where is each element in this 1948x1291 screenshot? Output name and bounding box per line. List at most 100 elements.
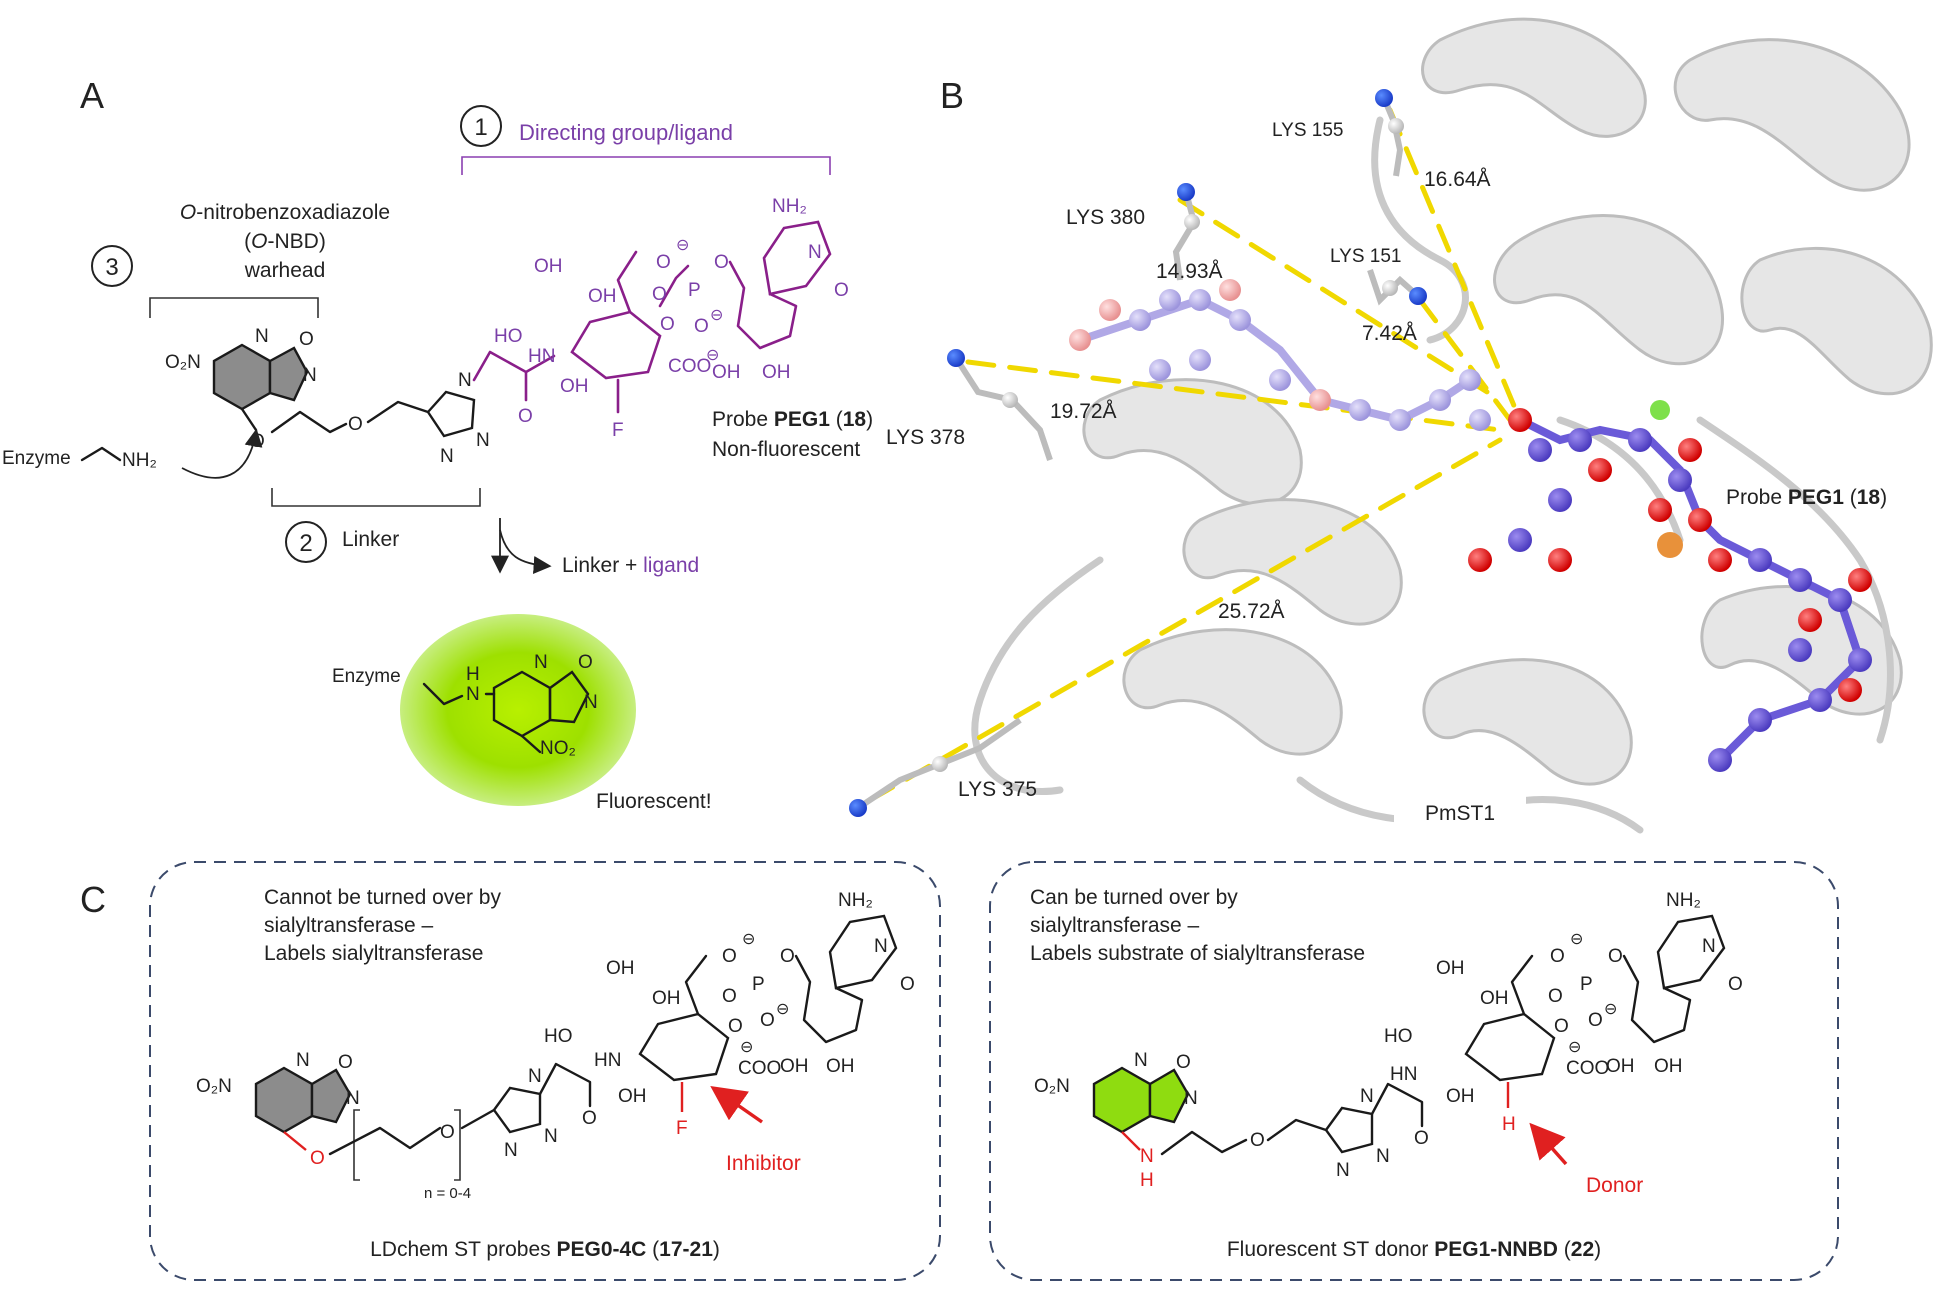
lys378-nitrogen [947,349,965,367]
probe-atom [1309,389,1331,411]
product-n-right: N [584,692,598,713]
probe-atom [1708,548,1732,572]
left-oxadiazole-ring [310,1068,352,1124]
left-nbd-n-top: N [296,1050,310,1071]
enzyme-amine: NH₂ [122,450,157,471]
triazole-n1: N [458,370,472,391]
probe-atom [1129,309,1151,331]
ligand-structure: O HN HO OH OH OH F O COO ⊖ O P O ⊖ O O ⊖… [472,196,849,441]
right-nbd-ring [1092,1066,1152,1134]
step-1-circle [460,105,502,147]
probe-atom [1149,359,1171,381]
enzyme-label: Enzyme [2,448,71,469]
enzyme-chain [80,446,122,462]
right-coo-charge: ⊖ [1568,1039,1581,1056]
right-p-o-top: O [1550,946,1565,967]
left-amide-chain [538,1062,592,1108]
left-peg-o: O [440,1122,455,1143]
right-ribose-oh-1: OH [1606,1056,1635,1077]
left-nbd-ring [254,1066,314,1134]
left-desc-line-2: sialyltransferase – [264,914,434,937]
right-triazole-n3: N [1336,1160,1350,1181]
right-cytosine-ring [1656,914,1726,990]
probe-atom [1678,438,1702,462]
right-oh-top1: OH [1436,958,1465,979]
left-probe-structure: N O N O₂N O O n = 0-4 N N N O HN HO OH O… [196,890,915,1202]
right-hn: HN [1390,1064,1417,1085]
probe-atom [1508,408,1532,432]
right-desc-line-1: Can be turned over by [1030,886,1238,909]
probe-atom [1588,458,1612,482]
distance-label-14-93: 14.93Å [1156,260,1223,283]
lys380-nitrogen [1177,183,1195,201]
product-n: N [466,684,480,705]
triazole-n3: N [440,446,454,467]
probe-atom [1838,678,1862,702]
ligand-o-anomeric: O [652,284,667,305]
left-p-o-right: O [780,946,795,967]
ribose-oh-2: OH [762,362,791,383]
right-triazole-link [1266,1118,1328,1142]
probe-atom [1508,528,1532,552]
right-o-anomeric: O [1548,986,1563,1007]
inhibitor-label: Inhibitor [726,1152,801,1175]
left-repeat-bracket-close [454,1109,461,1181]
right-sialic-ring [1464,1012,1556,1082]
product-enzyme-chain [422,682,464,706]
probe-atom [1688,508,1712,532]
probe-atom [1189,289,1211,311]
probe-atom [1429,389,1451,411]
step-2-label: Linker [342,528,399,551]
lys375-label: LYS 375 [958,778,1037,801]
right-linker-chain [1160,1130,1248,1156]
panel-a: A 1 Directing group/ligand O-nitrobenzox… [2,75,873,813]
ligand-bracket [461,156,831,175]
left-hn: HN [594,1050,621,1071]
amide-bond [524,354,556,374]
right-h-atom: H [1502,1114,1516,1135]
right-ho: HO [1384,1026,1413,1047]
right-p-o-down: O [1588,1010,1603,1031]
left-coo: COO [738,1058,781,1079]
left-p-o-down: O [760,1010,775,1031]
left-probe-box [149,861,941,1281]
probe-3d-model [1069,279,1872,772]
probe-atom [1189,349,1211,371]
left-glycerol [684,954,708,1016]
loop-3 [1696,416,1894,744]
step-2-circle [285,521,327,563]
probe-atom [1469,409,1491,431]
lysine-residues [849,89,1427,817]
probe-atom [1548,548,1572,572]
probe-atom [1229,309,1251,331]
ligand-p: P [688,280,701,301]
probe-atom [1798,608,1822,632]
left-ether-o: O [310,1148,325,1169]
ribose-oh-1: OH [712,362,741,383]
probe-atom [1349,399,1371,421]
lys151-label: LYS 151 [1330,246,1401,267]
left-o-anomeric: O [722,986,737,1007]
product-h: H [466,664,480,685]
panel-b: B [849,17,1933,834]
helix-bottom [1422,658,1633,786]
probe-atom [1788,638,1812,662]
probe-atom [1628,428,1652,452]
lys155-chain [1381,96,1404,177]
cytosine-ring [762,220,832,296]
right-amide-o: O [1414,1128,1429,1149]
left-repeat-bracket-open [353,1109,360,1181]
left-nbd-n-right: N [346,1088,360,1109]
nbd-o: O [299,329,314,350]
right-p-o-charge: ⊖ [1604,1001,1617,1018]
loop-1 [1371,116,1469,344]
right-cytosine-n: N [1702,936,1716,957]
protein-cartoon [971,17,1933,834]
nbd-n-top: N [255,326,269,347]
probe-atom [1528,438,1552,462]
right-triazole-n1: N [1360,1086,1374,1107]
probe-atom [1099,299,1121,321]
step-3-circle [91,245,133,287]
ether-oxygen-2: O [348,414,363,435]
left-amide-o: O [582,1108,597,1129]
